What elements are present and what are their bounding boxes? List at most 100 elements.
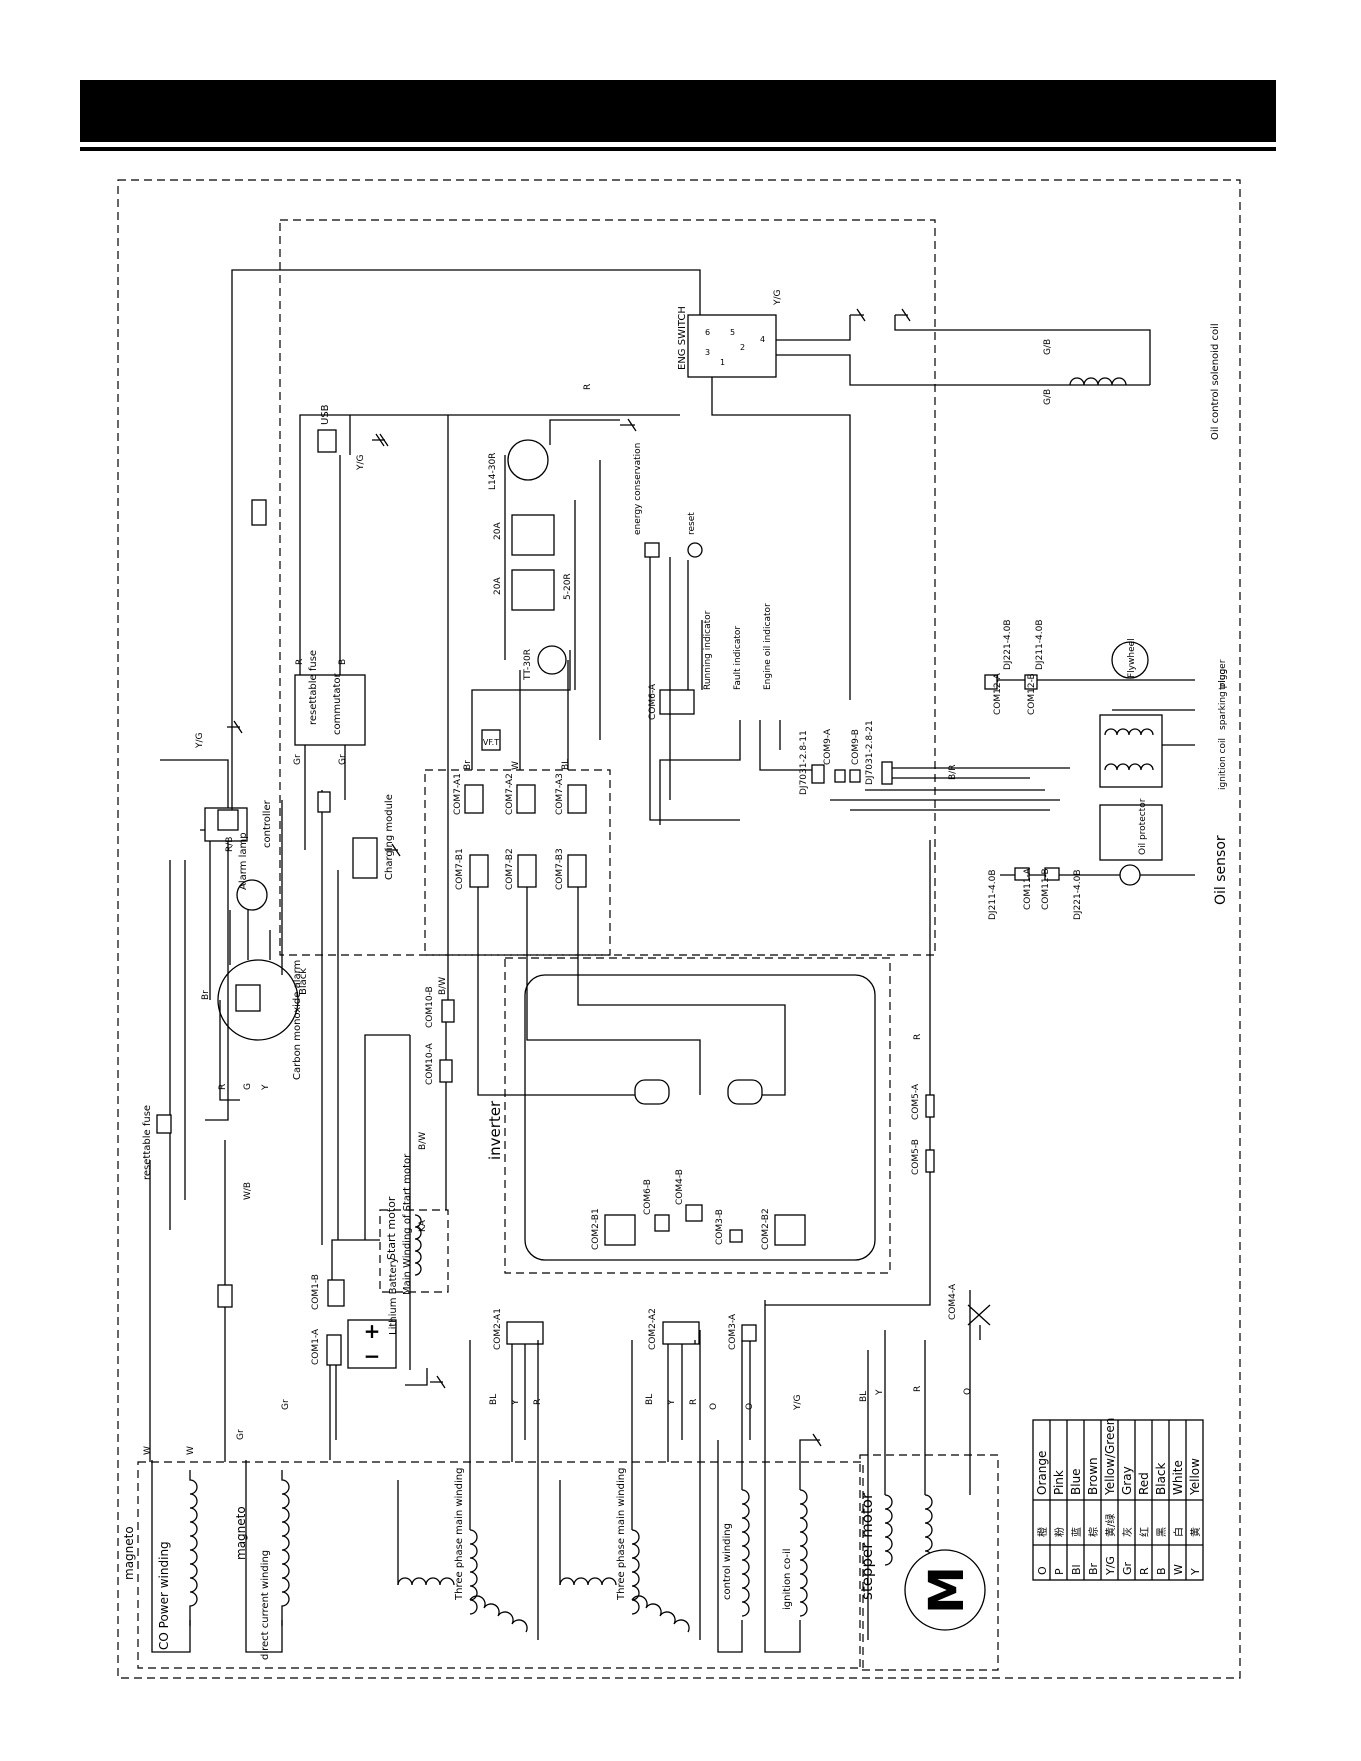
wire-code-r1: R (533, 1399, 543, 1405)
legend-cn: 橙 (1036, 1527, 1049, 1537)
wire-code-r6: R (295, 659, 305, 665)
label-com10-b: COM10-B (425, 986, 435, 1028)
com1-b-connector (327, 1279, 345, 1307)
inverter-cap-2 (727, 1079, 763, 1105)
legend-cn: 黄 (1189, 1527, 1202, 1537)
label-com5-a: COM5-A (911, 1083, 921, 1120)
com7-b3-connector (567, 854, 587, 888)
wire-code-gr3: Gr (293, 754, 303, 765)
wire-code-gr2: Gr (281, 1399, 291, 1410)
label-stepper-motor: stepper motor (858, 1492, 876, 1600)
label-com7-a1: COM7-A1 (453, 773, 463, 815)
label-commutator: commutator (332, 672, 343, 735)
label-com7-a3: COM7-A3 (555, 773, 565, 815)
legend-code: W (1172, 1564, 1185, 1575)
legend-code: Br (1087, 1562, 1100, 1575)
wire-code-y1: Y (511, 1399, 521, 1406)
lithium-battery (347, 1319, 397, 1369)
outlet-5-20r-bottom (511, 569, 555, 611)
legend-code: P (1053, 1568, 1066, 1575)
legend-code: Gr (1121, 1561, 1134, 1575)
coil-control (717, 1340, 750, 1653)
label-charging-module: Charging module (384, 794, 395, 880)
oil-sensor (1119, 864, 1141, 886)
legend-code: O (1036, 1566, 1049, 1575)
label-dj211-4-1: DJ211-4.0B (1035, 620, 1045, 671)
com11-b-connector (1044, 867, 1060, 881)
com5-b-connector (925, 1149, 935, 1173)
label-com11-b: COM11-B (1041, 868, 1051, 910)
header-bar (80, 80, 1276, 142)
label-com7-b3: COM7-B3 (555, 848, 565, 890)
oil-protector (1099, 804, 1163, 861)
legend-name: Red (1137, 1472, 1151, 1495)
inverter-box (504, 957, 891, 1274)
start-motor-box (379, 1209, 449, 1293)
legend-cn: 蓝 (1071, 1527, 1083, 1537)
legend-cn: 粉 (1053, 1527, 1066, 1537)
label-fault-indicator: Fault indicator (733, 626, 743, 690)
label-ignition-coil: ignition co-il (782, 1548, 793, 1610)
label-co-power: CO Power winding (157, 1541, 171, 1650)
resettable-fuse-left (156, 1114, 172, 1134)
ground-symbols (227, 308, 911, 1447)
wire-code-o2: O (745, 1403, 755, 1410)
label-vfit: VF.T (483, 738, 499, 747)
wire-code-gr4: Gr (338, 754, 348, 765)
label-com9-b: COM9-B (851, 729, 861, 765)
label-ka: KA (418, 1219, 428, 1232)
com4-b-connector (685, 1204, 703, 1222)
com7-a1-connector (464, 784, 484, 814)
tt-30r-outlet (537, 645, 567, 675)
label-controller: controller (262, 799, 273, 848)
alarm-lamp (236, 879, 268, 911)
wire-code-gb1: G/B (1043, 339, 1053, 355)
legend-code: R (1138, 1567, 1151, 1575)
wire-code-w3: W (511, 761, 521, 770)
battery-plus: + (364, 1319, 381, 1343)
legend-name: Yellow/Green (1103, 1418, 1117, 1496)
wire-code-g1: G (243, 1083, 253, 1090)
wire-code-rb: R/B (225, 837, 235, 852)
label-flywheel: Flywheel (1127, 638, 1137, 678)
label-com6-b: COM6-B (643, 1179, 653, 1215)
label-dj221-4-1: DJ221-4.0B (1003, 620, 1013, 671)
flywheel (1111, 641, 1149, 679)
wire-code-w2: W (186, 1446, 196, 1455)
label-dj7031-11: DJ7031-2.8-11 (799, 730, 809, 795)
stepper-motor-box (859, 1454, 999, 1671)
eng-switch-terminals: 3 6 5 1 2 4 (705, 328, 765, 367)
legend-cn: 黄/绿 (1104, 1514, 1117, 1537)
wire-code-yg: Y/G (793, 1394, 803, 1411)
label-com3-a: COM3-A (728, 1313, 738, 1350)
legend-name: Yellow (1188, 1458, 1202, 1496)
switch-terminal-6: 6 (705, 328, 710, 337)
outer-border (117, 179, 1241, 1679)
wire-code-yg4: Y/G (773, 289, 783, 306)
com12-b-connector (1024, 674, 1038, 690)
com3-b-connector (729, 1229, 743, 1243)
wire-code-bl2: BL (645, 1394, 655, 1405)
com5-a-connector (925, 1094, 935, 1118)
resettable-fuse-right (317, 791, 331, 813)
label-com2-a1: COM2-A1 (493, 1308, 503, 1350)
legend-cn: 红 (1138, 1527, 1151, 1537)
label-resettable-fuse-2: resettable fuse (308, 650, 319, 725)
reset-button (687, 542, 703, 558)
wire-code-wb: W/B (243, 1182, 253, 1200)
eng-switch (687, 314, 777, 378)
coil-direct-current (245, 1460, 290, 1653)
dj7031-11 (811, 764, 825, 784)
com3-a-connector (741, 1324, 757, 1342)
label-ignition-coil-2: ignition coil (1218, 738, 1228, 790)
label-com2-b1: COM2-B1 (591, 1208, 601, 1250)
stepper-motor-symbol (904, 1549, 986, 1631)
legend-name: Orange (1035, 1451, 1049, 1495)
label-com7-b1: COM7-B1 (455, 848, 465, 890)
label-dj211-4-2: DJ211-4.0B (988, 870, 998, 921)
energy-conservation-switch (644, 542, 660, 558)
label-com12-a: COM12-A (993, 672, 1003, 715)
label-co-alarm: Carbon monoxide alarm (292, 960, 303, 1080)
legend-name: Brown (1086, 1457, 1100, 1495)
legend-name: Blue (1069, 1468, 1083, 1495)
